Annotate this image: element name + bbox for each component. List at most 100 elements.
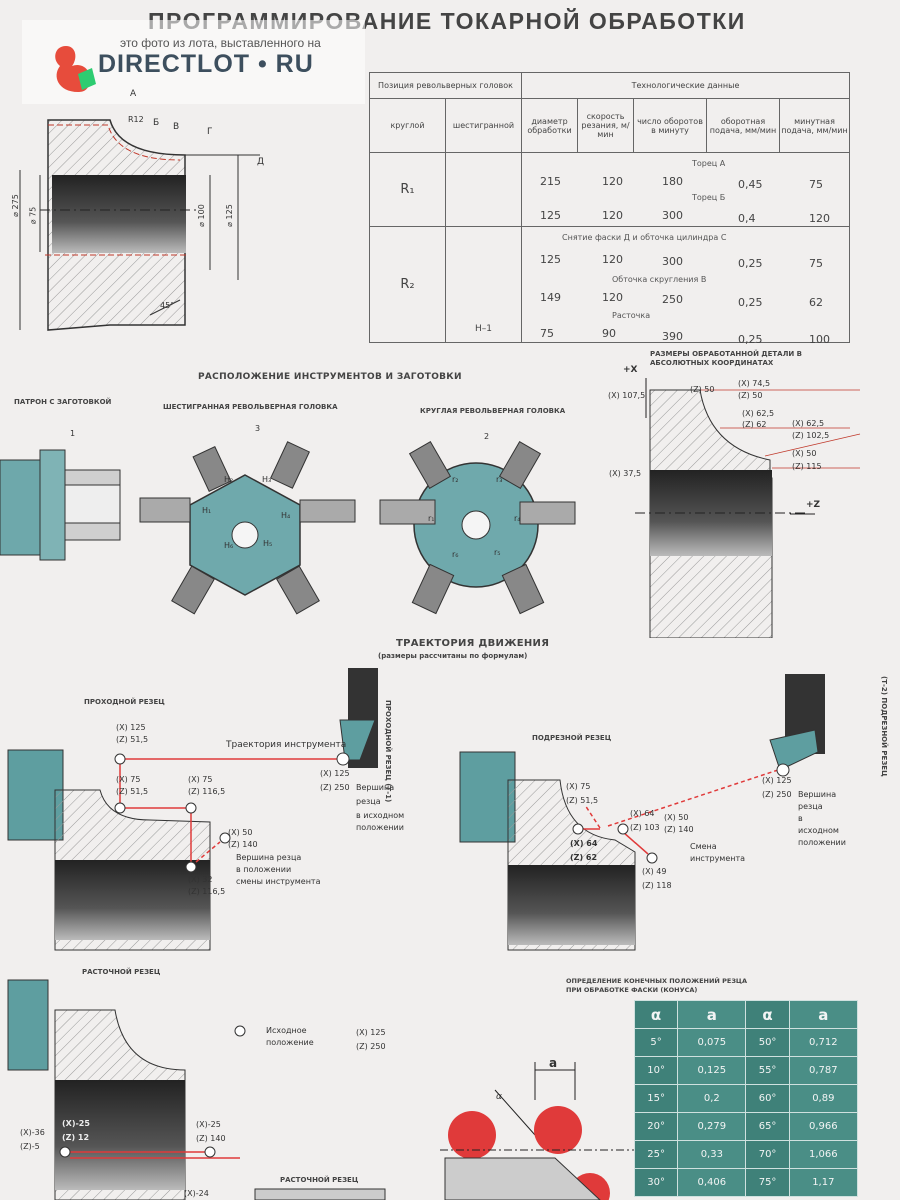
cell: 149 [540,291,561,304]
cell: 120 [602,175,623,188]
face-start-text: резца [798,802,823,811]
pass-tool-drawing [7,668,378,951]
chamfer-cell: 0,075 [677,1028,747,1057]
round-head-label: КРУГЛАЯ РЕВОЛЬВЕРНАЯ ГОЛОВКА [420,407,566,415]
chamfer-cell: 5° [633,1028,679,1057]
pass-change-text: смены инструмента [236,877,321,886]
chamfer-title-1: ОПРЕДЕЛЕНИЕ КОНЕЧНЫХ ПОЛОЖЕНИЙ РЕЗЦА [566,977,747,985]
callout-1: 1 [70,429,76,438]
coord-x1075: (X) 107,5 [608,391,646,400]
face-p3-x: (X) 64 [630,809,655,818]
pass-p4-x: (X) 32 [188,875,213,884]
coord-x375: (X) 37,5 [609,469,642,478]
chamfer-head-a: a [677,1000,747,1029]
chamfer-cell: 75° [745,1168,790,1197]
chamfer-cell: 30° [633,1168,679,1197]
chamfer-title-2: ПРИ ОБРАБОТКЕ ФАСКИ (КОНУСА) [566,986,698,994]
pass-p1-x: (X) 125 [116,723,146,732]
face-tool-drawing [459,674,825,951]
cell: 0,4 [738,212,756,225]
bore-legend-text: Исходное [266,1026,307,1035]
face-start-text: положении [798,838,846,847]
dim-275: ⌀ 275 [10,194,20,217]
chamfer-cell: 15° [633,1084,679,1113]
col-diameter: диаметр обработки [521,98,578,153]
cell: 125 [540,209,561,222]
point-b-label: Б [153,118,160,128]
hex-label-h5: H₅ [263,539,273,548]
pass-start-text: Вершина [356,783,395,792]
callout-3: 3 [255,424,261,433]
face-start-text: исходном [798,826,839,835]
cell: 390 [662,330,683,343]
bore-mid-z: (Z) 12 [62,1133,90,1142]
hex-label-h1: H₁ [202,506,212,515]
pass-p1-z: (Z) 51,5 [116,735,149,744]
round-label-r4: r₄ [514,514,521,523]
pass-tool-vertical-label: ПРОХОДНОЙ РЕЗЕЦ (Т-1) [384,700,392,803]
bore-right-x: (X)-25 [196,1120,221,1129]
pass-change-text: в положении [236,865,292,874]
tech-data-table: Позиция револьверных головок Технологиче… [369,72,850,346]
face-b-x: (X) 50 [664,813,689,822]
coord-z1025: (Z) 102,5 [792,431,830,440]
cell: 0,25 [738,333,763,346]
layout-section-title: РАСПОЛОЖЕНИЕ ИНСТРУМЕНТОВ И ЗАГОТОВКИ [198,372,462,382]
chamfer-alpha-label: α [496,1092,502,1102]
dim-75: ⌀ 75 [28,206,38,225]
tool-layout-drawing [0,440,576,615]
col-round: круглой [369,98,446,153]
chamfer-cell: 0,279 [677,1112,747,1141]
watermark-subtitle: это фото из лота, выставленного на [120,36,321,50]
cell: 0,45 [738,178,763,191]
bore-mid-x: (X)-25 [62,1119,90,1128]
pass-p3-x: (X) 75 [188,775,213,784]
chamfer-cell: 50° [745,1028,790,1057]
cell: 75 [809,257,823,270]
op-c: Снятие фаски Д и обточка цилиндра С [562,233,727,242]
cell: 0,25 [738,296,763,309]
coord-x625b: (X) 62,5 [792,419,825,428]
bore-legend-z: (Z) 250 [356,1042,386,1051]
chamfer-cell: 0,2 [677,1084,747,1113]
face-p4-x: (X) 64 [570,839,598,848]
col-feed-rev: оборотная подача, мм/мин [706,98,780,153]
bore-tool-drawing [7,979,386,1200]
chamfer-cell: 70° [745,1140,790,1169]
chamfer-cell: 0,966 [788,1112,859,1141]
bore-left-x: (X)-36 [20,1128,45,1137]
pass-start-text: положении [356,823,404,832]
cell: 62 [809,296,823,309]
z-axis-label: +Z [806,500,821,510]
face-p1-x: (X) 49 [642,867,667,876]
cell: 75 [540,327,554,340]
bore-left-z: (Z)-5 [20,1142,40,1151]
face-p2-x: (X) 75 [566,782,591,791]
tech-head-positions: Позиция револьверных головок [369,72,522,99]
cell: 215 [540,175,561,188]
chamfer-head-alpha: α [745,1000,790,1029]
face-p2-z: (Z) 51,5 [566,796,599,805]
radius-label: R12 [128,115,144,124]
r1-label: R₁ [369,152,446,227]
chamfer-cell: 0,406 [677,1168,747,1197]
bore-right-z: (Z) 140 [196,1134,226,1143]
round-label-r6: r₆ [452,550,459,559]
pass-change-text: Вершина резца [236,853,302,862]
chamfer-cell: 0,787 [788,1056,859,1085]
chamfer-a-label: a [549,1056,558,1070]
face-change-text: инструмента [690,854,746,863]
op-e: Расточка [612,311,651,320]
cell: 120 [602,253,623,266]
cell: 125 [540,253,561,266]
chamfer-cell: 1,066 [788,1140,859,1169]
point-a-label: А [130,89,137,99]
coord-x625: (X) 62,5 [742,409,775,418]
chuck-label: ПАТРОН С ЗАГОТОВКОЙ [14,398,112,406]
trajectory-subtitle: (размеры рассчитаны по формулам) [378,652,528,660]
chamfer-diagram [440,1062,640,1200]
bore-legend-text: положение [266,1038,314,1047]
cell: 90 [602,327,616,340]
pass-start-text: в исходном [356,811,405,820]
chamfer-cell: 25° [633,1140,679,1169]
